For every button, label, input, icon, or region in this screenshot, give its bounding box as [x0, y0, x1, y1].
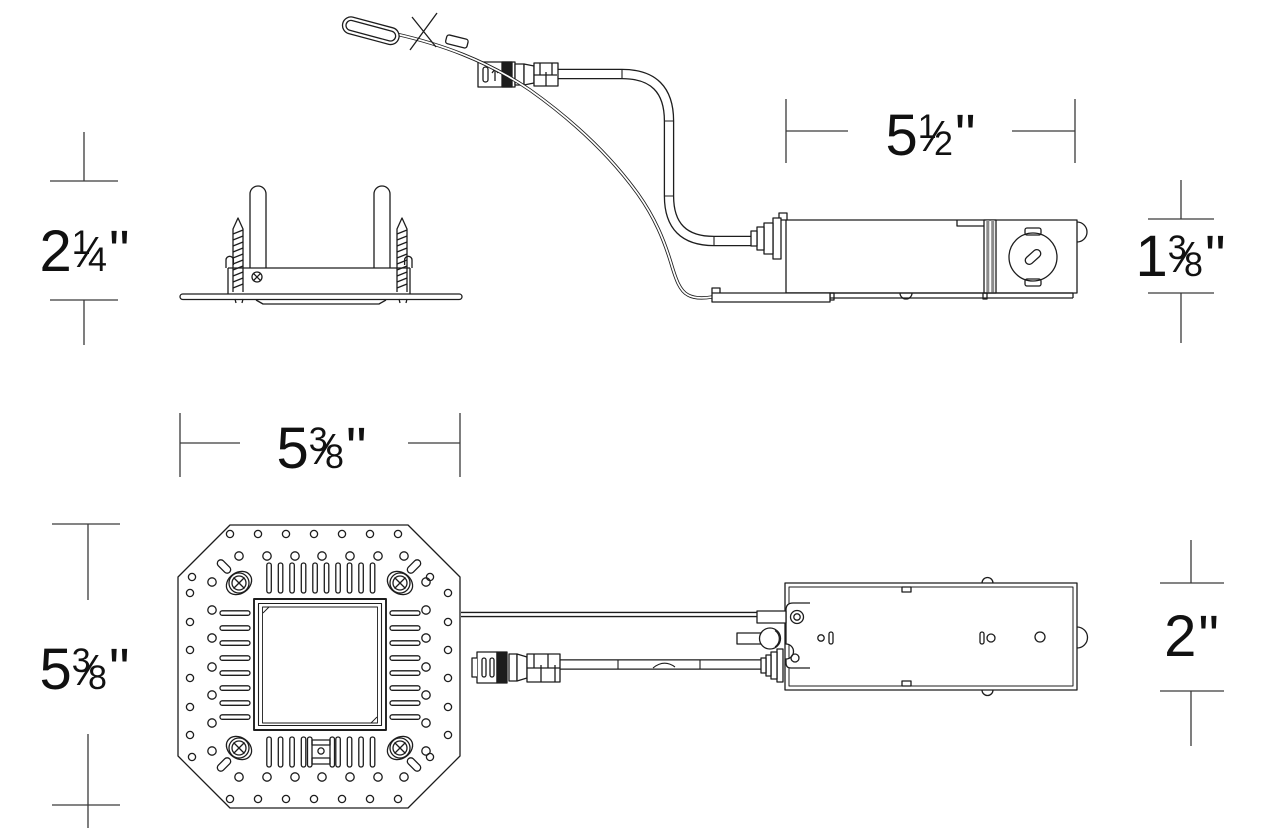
- screw-boss-bottom-right: [386, 735, 422, 772]
- twist-lock-cover: [1008, 227, 1058, 287]
- dimension-label-plate-width: 53⁄8": [276, 420, 366, 478]
- trim-plate-top-view: [177, 524, 461, 809]
- dimension-label-junction-box-depth: 2": [1164, 608, 1219, 666]
- safety-cable: [341, 12, 713, 300]
- dim-numerator: 1: [917, 108, 937, 146]
- ring-terminal: [756, 610, 787, 624]
- dim-unit: ": [954, 103, 976, 168]
- screw-head-icon: [251, 271, 263, 283]
- screw-boss-top-right: [386, 559, 422, 596]
- dim-numerator: 1: [71, 224, 91, 262]
- dim-numerator: 3: [71, 642, 91, 680]
- junction-box-top-view: [461, 576, 1089, 697]
- mounting-bar: [711, 287, 831, 303]
- vent-slots-left: [219, 610, 251, 720]
- dim-denominator: 2: [934, 125, 953, 163]
- fraction-slash: ⁄: [931, 112, 939, 161]
- side-knockout: [1076, 221, 1088, 243]
- strain-relief-bottom: [760, 648, 784, 683]
- dim-denominator: 8: [88, 659, 107, 697]
- dimension-label-housing-length: 51⁄2": [885, 107, 975, 165]
- dim-unit: ": [108, 219, 130, 284]
- safety-hook-icon: [341, 12, 438, 51]
- dimension-label-trim-height: 21⁄4": [39, 223, 129, 281]
- perforation-holes: [185, 529, 453, 804]
- screw-boss-top-left: [216, 559, 253, 596]
- dim-denominator: 8: [1184, 246, 1203, 284]
- dim-denominator: 4: [88, 241, 107, 279]
- dim-whole: 2: [1164, 604, 1196, 669]
- dimension-lines: [50, 99, 1224, 828]
- fraction-slash: ⁄: [322, 425, 330, 474]
- vent-slots-bottom: [266, 736, 376, 768]
- trim-side-view: [179, 185, 463, 305]
- dim-unit: ": [1204, 224, 1226, 289]
- cable-connector-bottom: [471, 651, 561, 684]
- dimension-label-plate-height: 53⁄8": [39, 641, 129, 699]
- fraction-slash: ⁄: [85, 646, 93, 695]
- dim-unit: ": [108, 637, 130, 702]
- dim-unit: ": [1198, 604, 1219, 669]
- screw-boss-bottom-left: [216, 735, 253, 772]
- dimension-label-housing-height: 13⁄8": [1135, 228, 1225, 286]
- strain-relief: [750, 217, 782, 260]
- square-aperture: [253, 598, 387, 731]
- fraction-slash: ⁄: [1181, 233, 1189, 282]
- center-bracket: [306, 736, 336, 768]
- dim-whole: 5: [39, 637, 71, 702]
- vent-slots-top: [266, 562, 376, 594]
- vent-slots-right: [389, 610, 421, 720]
- fraction-slash: ⁄: [85, 228, 93, 277]
- dim-numerator: 3: [1167, 229, 1187, 267]
- divider-band: [983, 219, 997, 294]
- dim-whole: 5: [885, 103, 917, 168]
- side-knockout: [1076, 626, 1089, 649]
- dim-whole: 1: [1135, 224, 1167, 289]
- dim-denominator: 8: [325, 438, 344, 476]
- mounting-bracket: [736, 602, 810, 669]
- dim-numerator: 3: [308, 421, 328, 459]
- dim-whole: 2: [39, 219, 71, 284]
- dim-unit: ": [345, 416, 367, 481]
- dim-whole: 5: [276, 416, 308, 481]
- housing-side-view: [341, 12, 1088, 303]
- keyhole-circle: [758, 627, 782, 650]
